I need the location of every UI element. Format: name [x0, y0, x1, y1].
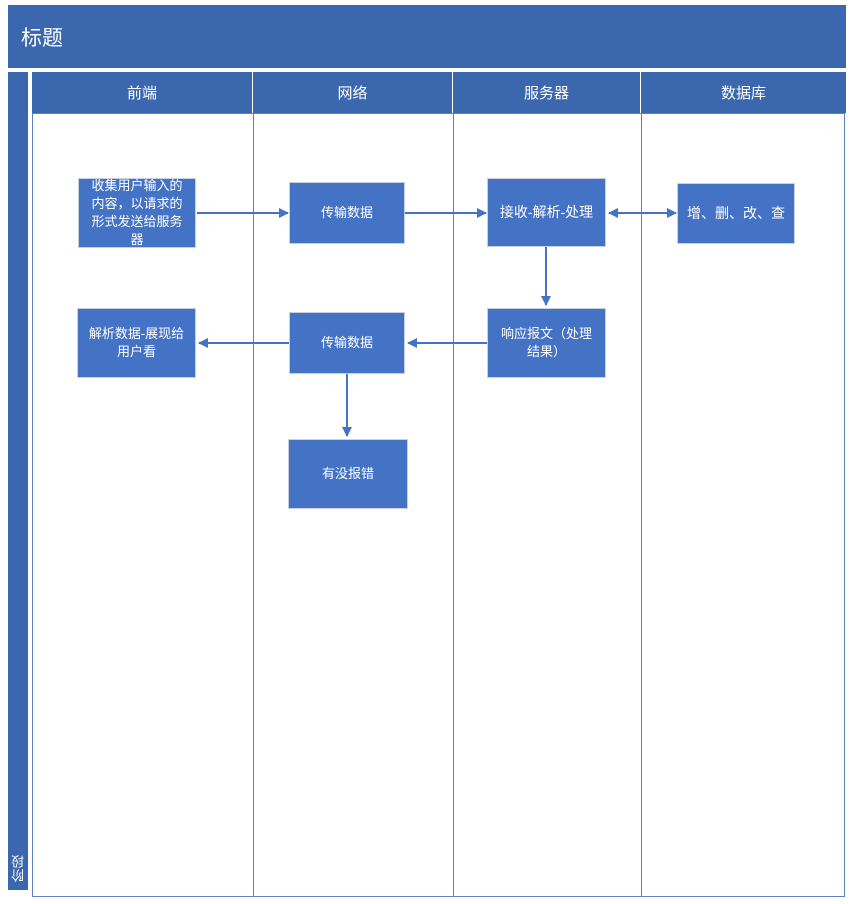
node-crud[interactable]: 增、删、改、查 — [677, 183, 795, 244]
lane-header-server[interactable]: 服务器 — [453, 72, 640, 113]
node-receive-parse-process[interactable]: 接收-解析-处理 — [487, 178, 606, 247]
lane-header-label: 网络 — [337, 85, 368, 102]
node-response-message[interactable]: 响应报文（处理结果） — [487, 308, 606, 378]
lane-header-database[interactable]: 数据库 — [641, 72, 846, 113]
lane-separator — [253, 114, 254, 896]
page-title: 标题 — [21, 26, 63, 50]
lane-header-frontend[interactable]: 前端 — [32, 72, 252, 113]
diagram-title-bar[interactable]: 标题 — [8, 5, 846, 68]
lane-separator — [641, 114, 642, 896]
lane-separator — [453, 114, 454, 896]
phase-sidebar[interactable]: 阶段 — [8, 72, 28, 890]
phase-label: 阶段 — [10, 854, 26, 882]
lane-header-label: 服务器 — [523, 85, 569, 102]
lane-header-label: 数据库 — [720, 85, 766, 102]
lane-header-network[interactable]: 网络 — [253, 72, 452, 113]
node-transmit-data-1[interactable]: 传输数据 — [289, 182, 405, 244]
node-any-errors[interactable]: 有没报错 — [288, 439, 408, 509]
node-parse-display[interactable]: 解析数据-展现给用户看 — [77, 308, 196, 378]
lane-header-label: 前端 — [126, 85, 157, 102]
node-collect-input[interactable]: 收集用户输入的内容，以请求的形式发送给服务器 — [78, 178, 196, 248]
node-transmit-data-2[interactable]: 传输数据 — [289, 312, 405, 374]
